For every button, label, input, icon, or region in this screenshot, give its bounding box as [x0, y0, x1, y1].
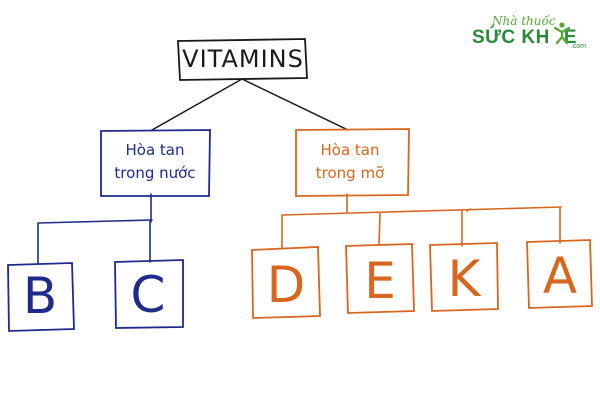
root-to-water-line: [151, 78, 243, 131]
vitamin-e-node: E: [345, 243, 415, 314]
water-soluble-node: Hòa tan trong nước: [100, 129, 211, 197]
vitamin-e-label: E: [364, 252, 396, 310]
logo-line1: Nhà thuốc: [492, 14, 556, 28]
water-soluble-line1: Hòa tan: [126, 141, 185, 159]
vitamin-c-label: C: [131, 266, 166, 324]
logo-line2-text: SỨC KH: [472, 27, 550, 48]
mascot-icon: [554, 22, 570, 44]
fat-soluble-line2: trong mỡ: [316, 164, 385, 182]
vitamin-k-node: K: [429, 242, 499, 312]
vitamin-d-node: D: [251, 246, 321, 319]
vitamin-d-label: D: [267, 256, 306, 314]
vitamin-a-node: A: [526, 239, 593, 309]
logo-dotcom: .com: [570, 43, 586, 50]
water-branch-lines: [37, 193, 153, 265]
vitamin-c-node: C: [114, 259, 184, 329]
root-label: VITAMINS: [182, 45, 304, 73]
fat-branch-lines: [281, 193, 562, 249]
root-to-fat-line: [241, 78, 349, 131]
vitamin-b-node: B: [7, 262, 75, 332]
fat-soluble-node: Hòa tan trong mỡ: [295, 128, 410, 197]
vitamin-b-label: B: [23, 267, 57, 325]
vitamin-k-label: K: [448, 250, 482, 308]
root-node: VITAMINS: [177, 38, 308, 81]
water-soluble-line2: trong nước: [114, 164, 195, 182]
fat-soluble-line1: Hòa tan: [321, 141, 380, 159]
vitamin-a-label: A: [543, 247, 577, 305]
